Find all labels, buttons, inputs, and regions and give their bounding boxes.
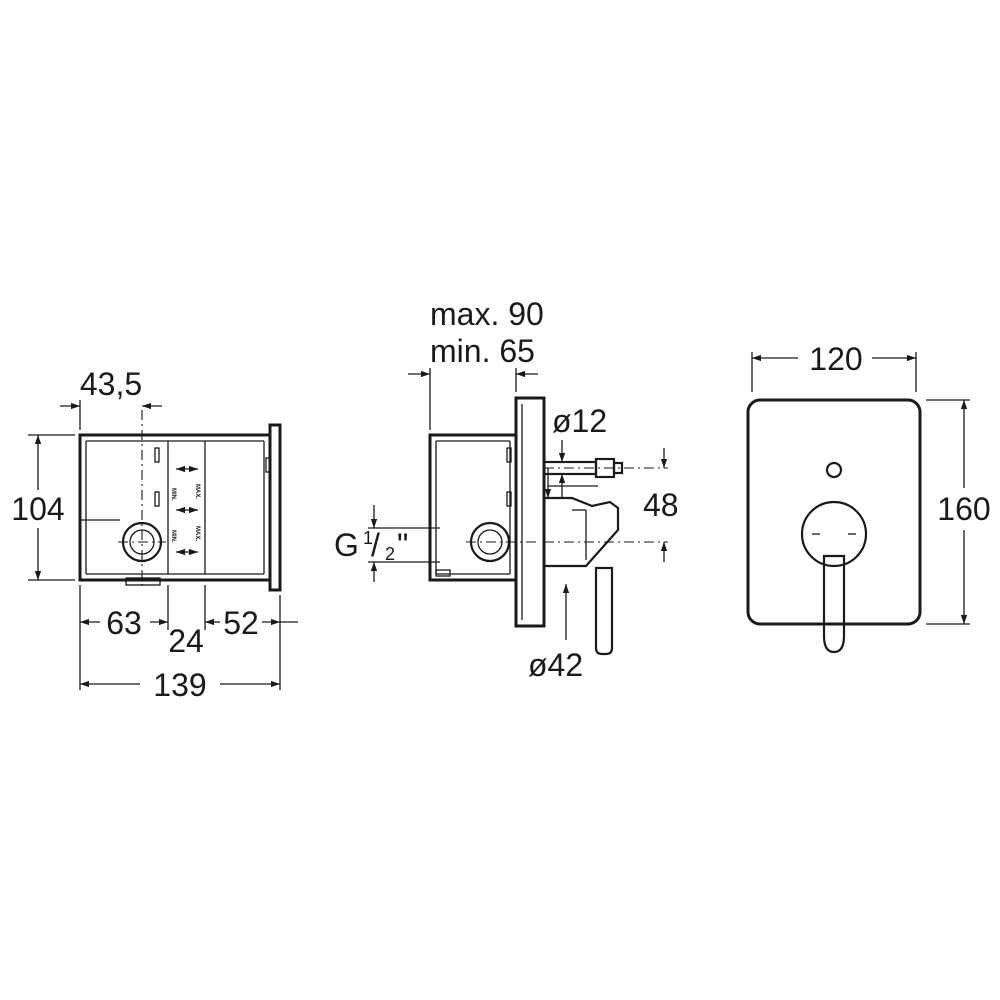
- dim-120: 120: [751, 341, 917, 392]
- slot-mark: [154, 447, 160, 463]
- handle-lever: [594, 566, 614, 656]
- cover-plate: [746, 398, 922, 626]
- dim-depth: max. 90 min. 65: [408, 296, 544, 430]
- dim-text: 52: [223, 605, 259, 641]
- slot-mark: [154, 491, 160, 507]
- dim-text: 104: [11, 491, 64, 527]
- dim-48: 48: [643, 448, 679, 562]
- dim-160: 160: [926, 399, 991, 625]
- dim-text: 120: [809, 341, 862, 377]
- dim-segments: 63 24 52: [79, 585, 298, 690]
- box-front-view: MIN. MAX. MIN. MAX.: [78, 410, 282, 592]
- diverter-button: [825, 461, 843, 479]
- dim-text: ø12: [552, 403, 607, 439]
- dim-text: max. 90: [430, 296, 544, 332]
- dim-text: 139: [153, 667, 206, 703]
- max-label: MAX.: [194, 526, 200, 541]
- dim-text: 160: [937, 491, 990, 527]
- thread-numerator: 1: [363, 528, 373, 548]
- box-flange: [268, 423, 282, 592]
- dim-text: ø42: [528, 647, 583, 683]
- dim-text: 24: [168, 623, 204, 659]
- cover-plate-side: [514, 396, 546, 628]
- dim-text: 63: [106, 605, 142, 641]
- box-outline: [78, 433, 272, 582]
- min-label: MIN.: [170, 530, 176, 543]
- dim-diverter-dia: ø12: [548, 403, 607, 498]
- cover-plate-front: [746, 398, 922, 654]
- thread-quote: ": [397, 527, 408, 563]
- dim-thread: G 1 / 2 ": [334, 505, 440, 582]
- dim-104: 104: [11, 434, 75, 581]
- dim-text: min. 65: [430, 333, 535, 369]
- dim-139: 139: [80, 667, 280, 703]
- thread-denominator: 2: [385, 544, 395, 564]
- dim-43-5: 43,5: [60, 366, 162, 430]
- dim-handle-dia: ø42: [528, 468, 583, 683]
- handle-rosette: [800, 500, 868, 568]
- thread-letter: G: [334, 527, 359, 563]
- side-view: [428, 396, 668, 656]
- side-box-outline: [428, 433, 518, 582]
- max-label: MAX.: [194, 484, 200, 499]
- min-max-arrows: [176, 465, 198, 556]
- dim-text: 43,5: [80, 366, 142, 402]
- min-label: MIN.: [170, 488, 176, 501]
- handle-body: [542, 496, 620, 568]
- dim-text: 48: [643, 487, 679, 523]
- slot-mark: [265, 457, 271, 473]
- thread-slash: /: [371, 527, 380, 563]
- lever-handle: [822, 554, 846, 654]
